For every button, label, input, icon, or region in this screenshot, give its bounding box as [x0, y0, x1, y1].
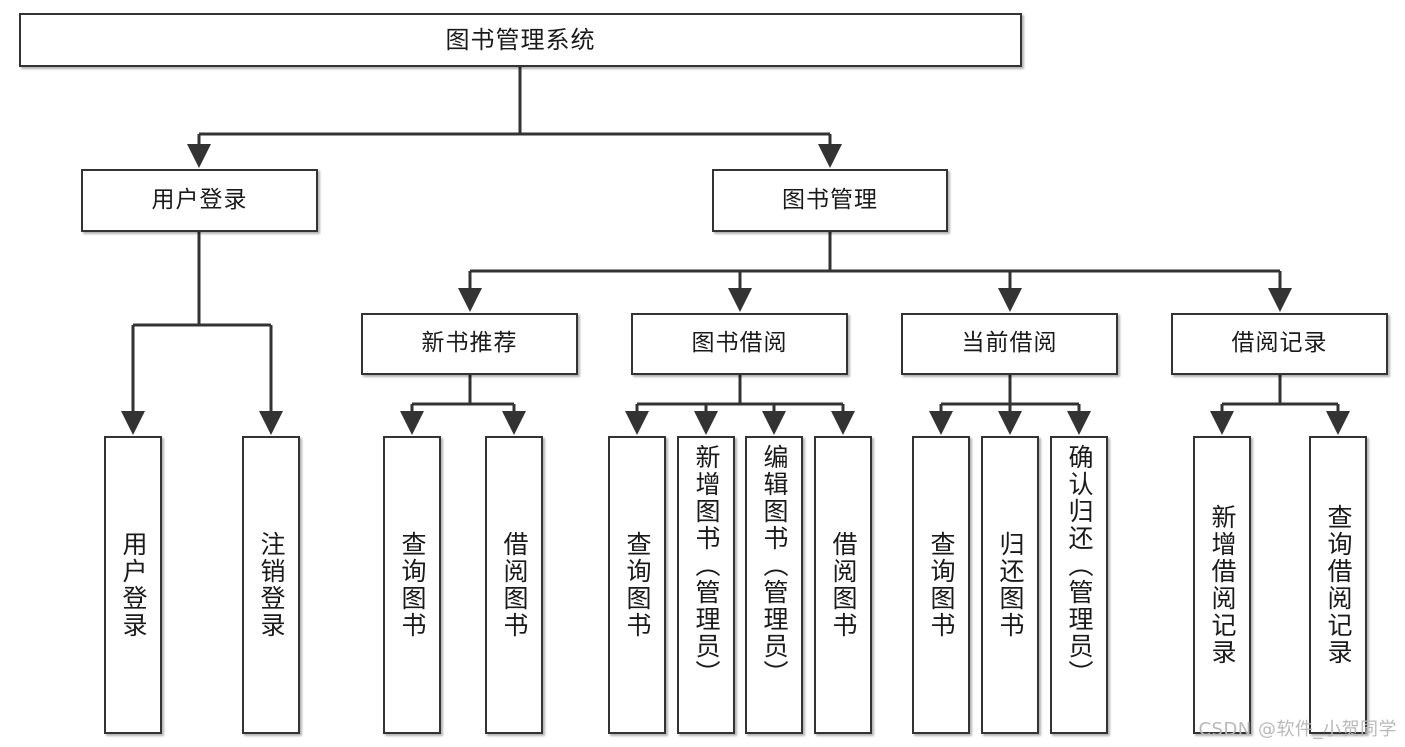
leaf-current-borrow-query-book[interactable]: 查询图书: [912, 436, 970, 734]
node-root-book-management-system[interactable]: 图书管理系统: [19, 13, 1022, 67]
node-label: 图书管理系统: [445, 25, 596, 54]
node-label: 新书推荐: [421, 330, 518, 357]
leaf-book-borrow-edit-book-admin[interactable]: 编辑图书（管理员）: [745, 436, 803, 734]
node-label: 图书借阅: [691, 330, 788, 357]
node-label: 查询借阅记录: [1324, 504, 1353, 666]
node-label: 归还图书: [996, 531, 1025, 639]
leaf-book-borrow-add-book-admin[interactable]: 新增图书（管理员）: [677, 436, 735, 734]
node-new-book-recommend[interactable]: 新书推荐: [361, 313, 578, 375]
watermark-text: CSDN @软件_小贺同学: [1198, 719, 1397, 740]
node-current-borrow[interactable]: 当前借阅: [901, 313, 1118, 375]
node-user-login[interactable]: 用户登录: [81, 169, 318, 232]
leaf-new-book-query-book[interactable]: 查询图书: [383, 436, 441, 734]
leaf-user-login-logout[interactable]: 注销登录: [242, 436, 300, 734]
node-label: 当前借阅: [961, 330, 1058, 357]
node-book-borrow[interactable]: 图书借阅: [631, 313, 848, 375]
leaf-book-borrow-query-book[interactable]: 查询图书: [608, 436, 666, 734]
leaf-borrow-record-query-record[interactable]: 查询借阅记录: [1309, 436, 1367, 734]
leaf-borrow-record-add-record[interactable]: 新增借阅记录: [1193, 436, 1251, 734]
leaf-user-login-login[interactable]: 用户登录: [104, 436, 162, 734]
node-label: 新增借阅记录: [1208, 504, 1237, 666]
leaf-book-borrow-borrow-book[interactable]: 借阅图书: [814, 436, 872, 734]
node-label: 查询图书: [927, 531, 956, 639]
leaf-new-book-borrow-book[interactable]: 借阅图书: [485, 436, 543, 734]
node-label: 用户登录: [151, 186, 248, 213]
node-label: 注销登录: [257, 531, 286, 639]
node-label: 借阅记录: [1231, 330, 1328, 357]
node-label: 查询图书: [623, 531, 652, 639]
node-label: 借阅图书: [829, 531, 858, 639]
node-borrow-record[interactable]: 借阅记录: [1171, 313, 1388, 375]
node-label: 查询图书: [398, 531, 427, 639]
node-label: 确认归还（管理员）: [1065, 444, 1094, 687]
node-label: 图书管理: [782, 186, 878, 213]
leaf-current-borrow-return-book[interactable]: 归还图书: [981, 436, 1039, 734]
node-book-management[interactable]: 图书管理: [712, 169, 948, 232]
leaf-current-borrow-confirm-return-admin[interactable]: 确认归还（管理员）: [1050, 436, 1108, 734]
node-label: 借阅图书: [500, 531, 529, 639]
node-label: 新增图书（管理员）: [692, 444, 721, 687]
node-label: 用户登录: [119, 531, 148, 639]
node-label: 编辑图书（管理员）: [760, 444, 789, 687]
